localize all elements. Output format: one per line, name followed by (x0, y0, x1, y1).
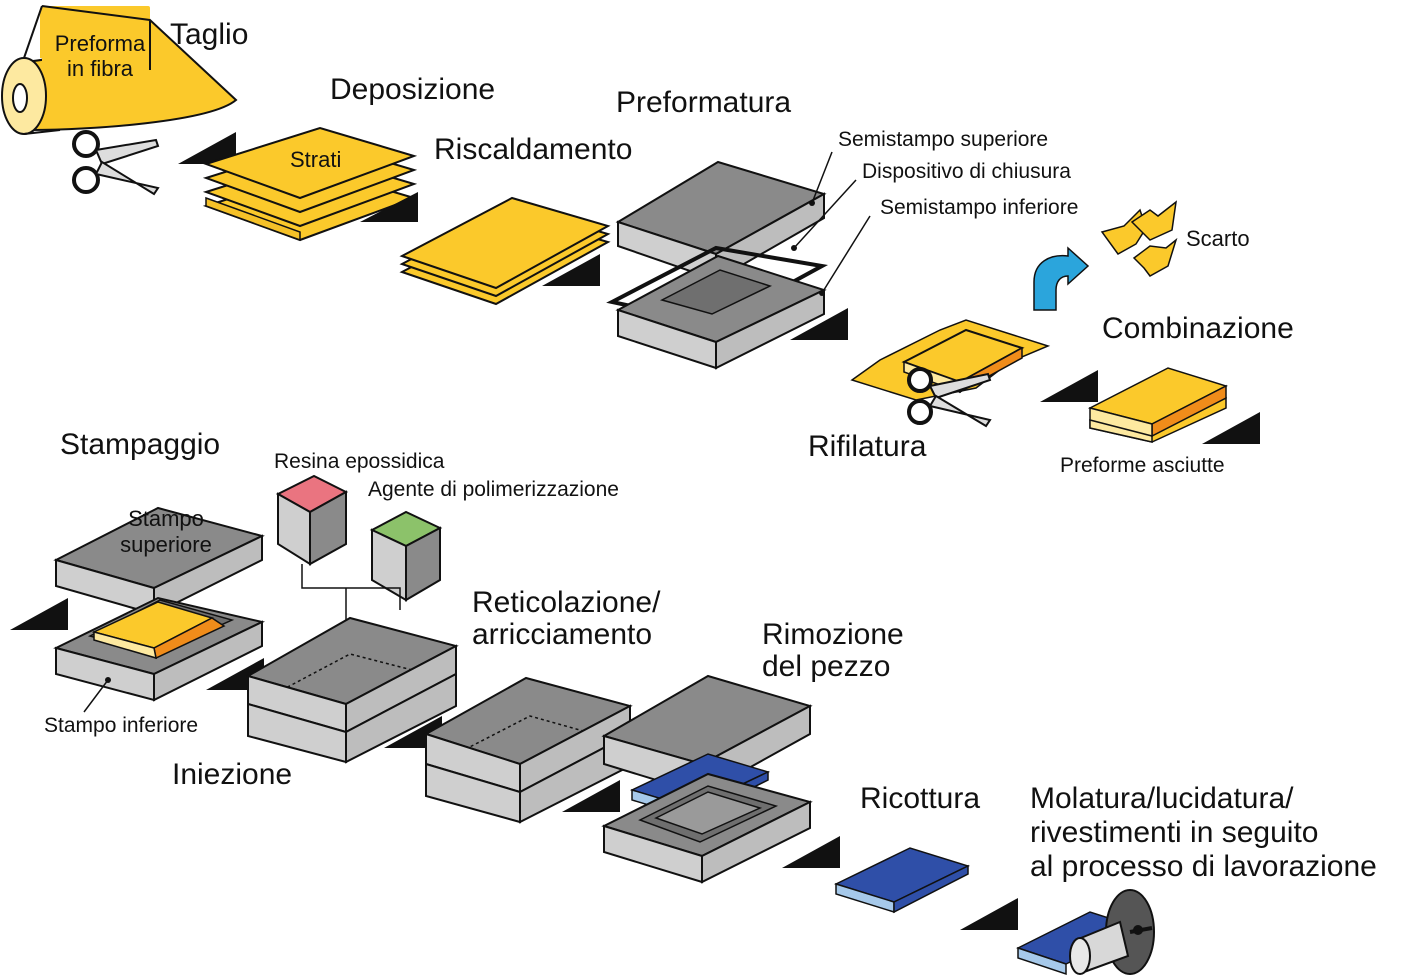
fiber-roll (1, 5, 238, 135)
grinding-wheel-icon (1069, 889, 1155, 975)
removal-lower-mold (601, 772, 813, 884)
lower-half-mold-label: Semistampo inferiore (880, 196, 1078, 219)
step-molding-title: Stampaggio (60, 428, 220, 461)
curing-mold (423, 676, 633, 824)
clamping-device-label: Dispositivo di chiusura (862, 160, 1071, 183)
flow-arrow-3 (542, 254, 600, 286)
plies-label: Strati (290, 147, 341, 172)
step-removal-title-line2: del pezzo (762, 650, 890, 683)
molding-upper-mold (53, 506, 265, 616)
curing-agent-label: Agente di polimerizzazione (368, 478, 619, 501)
flow-arrow-6 (1202, 412, 1260, 444)
step-cutting-title: Taglio (170, 18, 248, 51)
step-finishing-title-line1: Molatura/lucidatura/ (1030, 782, 1294, 815)
injection-mold (245, 616, 459, 764)
flow-arrow-5 (1040, 370, 1098, 402)
resin-cube (275, 474, 349, 566)
heated-plies (399, 196, 611, 306)
step-curing-title-line2: arricciamento (472, 618, 652, 651)
lower-mold-label: Stampo inferiore (44, 714, 198, 737)
curing-agent-cube (369, 510, 443, 602)
step-finishing-title-line2: rivestimenti in seguito (1030, 816, 1318, 849)
flow-arrow-12 (960, 898, 1018, 930)
molding-lower-mold (53, 596, 265, 702)
step-preforming-title: Preformatura (616, 86, 791, 119)
dry-preforms-label: Preforme asciutte (1060, 454, 1225, 477)
step-removal-title-line1: Rimozione (762, 618, 904, 651)
flow-arrow-10 (562, 780, 620, 812)
scissors-icon (72, 130, 160, 196)
upper-mold-label-line1: Stampo (128, 506, 204, 531)
flow-arrow-11 (782, 836, 840, 868)
upper-half-mold-label: Semistampo superiore (838, 128, 1048, 151)
flow-arrow-7 (10, 598, 68, 630)
scrap-label: Scarto (1186, 226, 1250, 251)
preforming-lower-half-mold (615, 254, 827, 370)
step-layup-title: Deposizione (330, 73, 495, 106)
step-curing-title-line1: Reticolazione/ (472, 586, 661, 619)
preform-fiber-label-line1: Preforma (55, 31, 146, 56)
step-trimming-title: Rifilatura (808, 430, 927, 463)
scrap-arrow-icon (1033, 246, 1090, 311)
step-finishing-title-line3: al processo di lavorazione (1030, 850, 1377, 883)
scissors-icon-trimming (907, 367, 992, 428)
layup-plies (202, 126, 418, 242)
flow-arrow-2 (360, 192, 418, 222)
step-annealing-title: Ricottura (860, 782, 980, 815)
upper-mold-label-line2: superiore (120, 532, 212, 557)
step-injection-title: Iniezione (172, 758, 292, 791)
epoxy-resin-label: Resina epossidica (274, 450, 445, 473)
dry-preforms (1087, 367, 1228, 443)
preform-fiber-label-line2: in fibra (67, 56, 134, 81)
step-combination-title: Combinazione (1102, 312, 1294, 345)
preforming-callouts (793, 151, 871, 294)
annealed-part (833, 847, 971, 914)
step-heating-title: Riscaldamento (434, 133, 632, 166)
flow-arrow-1 (178, 132, 236, 164)
flow-arrow-4 (790, 308, 848, 340)
scrap-pieces (1100, 200, 1178, 277)
